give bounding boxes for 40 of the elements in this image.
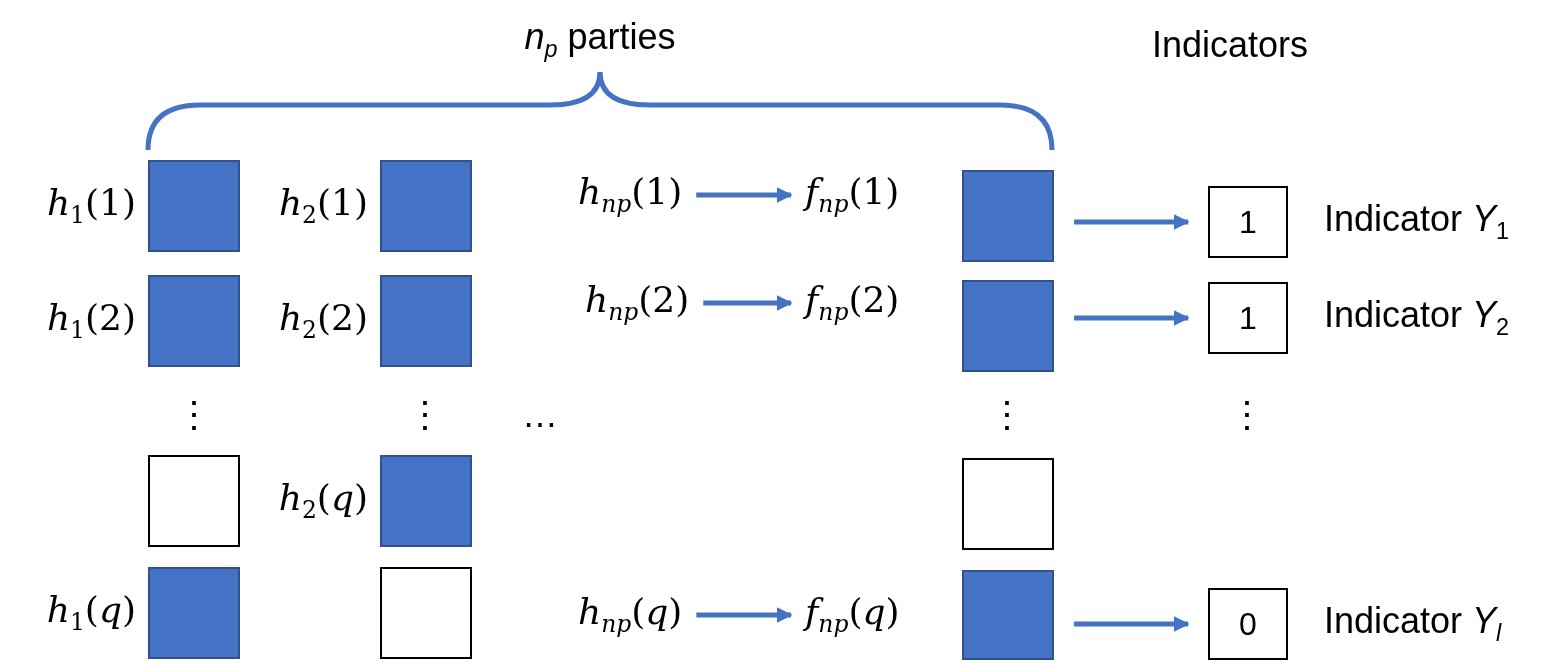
ellipsis: ⋮	[176, 397, 212, 433]
filled-square	[148, 160, 240, 252]
empty-square	[962, 458, 1054, 550]
empty-square	[148, 455, 240, 547]
filled-square	[962, 280, 1054, 372]
arrow	[1074, 310, 1190, 326]
filled-square	[962, 570, 1054, 660]
function-label: h$_{1}$(q)	[46, 591, 136, 635]
ellipsis: ⋮	[407, 397, 443, 433]
filled-square	[380, 160, 472, 252]
ellipsis: …	[522, 397, 558, 433]
indicator-label: Indicator Y$_{2}$	[1324, 296, 1510, 340]
filled-square	[148, 275, 240, 367]
function-label: h$_{2}$(q)	[278, 479, 368, 523]
function-label: h$_{np}$(q)	[578, 593, 683, 637]
ellipsis: ⋮	[1229, 397, 1265, 433]
arrow	[1074, 214, 1190, 230]
arrow	[696, 187, 793, 203]
function-label: h$_{1}$(1)	[46, 184, 136, 228]
arrow	[703, 295, 793, 311]
indicator-label: Indicator Y$_{1}$	[1324, 200, 1510, 244]
arrow	[696, 607, 793, 623]
function-label: h$_{2}$(1)	[278, 184, 368, 228]
function-label: h$_{2}$(2)	[278, 299, 368, 343]
brace-label: n$_{p}$ parties	[524, 18, 676, 62]
indicator-box: 1	[1208, 186, 1288, 258]
indicator-label: Indicator Y$_{l}$	[1324, 602, 1502, 646]
filled-square	[148, 567, 240, 659]
empty-square	[380, 567, 472, 659]
filled-square	[380, 275, 472, 367]
indicator-box: 1	[1208, 282, 1288, 354]
function-label: h$_{1}$(2)	[46, 299, 136, 343]
arrow	[1074, 616, 1190, 632]
filled-square	[380, 455, 472, 547]
ellipsis: ⋮	[989, 397, 1025, 433]
column-heading: Indicators	[1151, 27, 1309, 63]
function-label: h$_{np}$(1)	[578, 173, 683, 217]
function-label: h$_{np}$(2)	[585, 281, 690, 325]
filled-square	[962, 170, 1054, 262]
indicator-box: 0	[1208, 588, 1288, 660]
